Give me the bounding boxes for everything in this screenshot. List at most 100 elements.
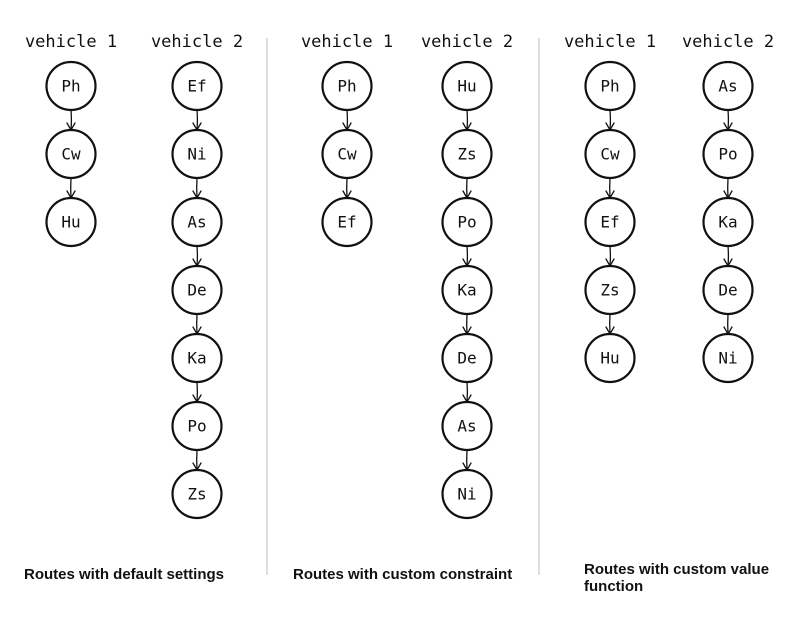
- stop-circle: [702, 264, 754, 316]
- vehicle-label: vehicle 1: [25, 32, 117, 52]
- stop-circle: [584, 60, 636, 112]
- panel-caption-custom-value-function: Routes with custom value function: [584, 561, 770, 595]
- stop-node-ni: Ni: [441, 468, 493, 520]
- stop-node-ph: Ph: [321, 60, 373, 112]
- stop-label: As: [457, 417, 476, 436]
- stop-node-de: De: [171, 264, 223, 316]
- stop-circle: [321, 60, 373, 112]
- stop-node-ka: Ka: [702, 196, 754, 248]
- stop-label: Ni: [187, 145, 206, 164]
- vehicle-label: vehicle 2: [682, 32, 774, 52]
- vehicle-label: vehicle 1: [301, 32, 393, 52]
- stop-label: Ph: [600, 77, 619, 96]
- vehicle-label: vehicle 1: [564, 32, 656, 52]
- stop-label: Po: [718, 145, 737, 164]
- stop-label: De: [718, 281, 737, 300]
- stop-label: Ni: [718, 349, 737, 368]
- stop-node-cw: Cw: [584, 128, 636, 180]
- stop-circle: [171, 128, 223, 180]
- stop-node-de: De: [702, 264, 754, 316]
- stop-node-po: Po: [702, 128, 754, 180]
- stop-circle: [584, 196, 636, 248]
- stop-circle: [171, 264, 223, 316]
- stop-label: Po: [457, 213, 476, 232]
- stop-label: De: [457, 349, 476, 368]
- stop-label: Hu: [61, 213, 80, 232]
- stop-node-ef: Ef: [584, 196, 636, 248]
- stop-circle: [702, 60, 754, 112]
- stop-label: Zs: [457, 145, 476, 164]
- stop-label: Ef: [337, 213, 356, 232]
- stop-node-ni: Ni: [171, 128, 223, 180]
- stop-circle: [45, 196, 97, 248]
- stop-circle: [702, 196, 754, 248]
- stop-node-hu: Hu: [584, 332, 636, 384]
- stop-circle: [45, 128, 97, 180]
- stop-label: Cw: [337, 145, 357, 164]
- stop-circle: [584, 264, 636, 316]
- stop-node-zs: Zs: [441, 128, 493, 180]
- stop-circle: [702, 128, 754, 180]
- stop-node-zs: Zs: [171, 468, 223, 520]
- stop-label: Ph: [61, 77, 80, 96]
- stop-label: Hu: [457, 77, 476, 96]
- stop-node-as: As: [702, 60, 754, 112]
- stop-node-hu: Hu: [45, 196, 97, 248]
- stop-circle: [441, 400, 493, 452]
- stop-label: Ni: [457, 485, 476, 504]
- vehicle-label: vehicle 2: [151, 32, 243, 52]
- stop-circle: [321, 196, 373, 248]
- stop-node-as: As: [441, 400, 493, 452]
- stop-circle: [45, 60, 97, 112]
- stop-label: Cw: [61, 145, 81, 164]
- stop-circle: [441, 332, 493, 384]
- stop-node-ni: Ni: [702, 332, 754, 384]
- stop-label: As: [718, 77, 737, 96]
- stop-circle: [702, 332, 754, 384]
- stop-circle: [441, 196, 493, 248]
- stop-label: Ka: [187, 349, 206, 368]
- stop-circle: [171, 60, 223, 112]
- stop-node-cw: Cw: [45, 128, 97, 180]
- stop-label: Hu: [600, 349, 619, 368]
- stop-circle: [171, 332, 223, 384]
- stop-circle: [321, 128, 373, 180]
- stop-node-po: Po: [171, 400, 223, 452]
- stop-circle: [584, 332, 636, 384]
- stop-node-hu: Hu: [441, 60, 493, 112]
- stop-node-po: Po: [441, 196, 493, 248]
- stop-node-zs: Zs: [584, 264, 636, 316]
- vehicle-label: vehicle 2: [421, 32, 513, 52]
- stop-label: Zs: [600, 281, 619, 300]
- stop-label: Ef: [600, 213, 619, 232]
- stop-label: Zs: [187, 485, 206, 504]
- stop-label: Ka: [457, 281, 476, 300]
- stop-circle: [171, 468, 223, 520]
- stop-circle: [584, 128, 636, 180]
- stop-circle: [441, 468, 493, 520]
- stop-node-ka: Ka: [441, 264, 493, 316]
- stop-label: Cw: [600, 145, 620, 164]
- stop-node-de: De: [441, 332, 493, 384]
- stop-label: Ka: [718, 213, 737, 232]
- stop-label: Ph: [337, 77, 356, 96]
- panel-caption-custom-constraint: Routes with custom constraint: [293, 566, 513, 583]
- stop-label: Ef: [187, 77, 206, 96]
- stop-node-ef: Ef: [321, 196, 373, 248]
- stop-circle: [441, 264, 493, 316]
- stop-circle: [171, 400, 223, 452]
- stop-node-ka: Ka: [171, 332, 223, 384]
- stop-circle: [171, 196, 223, 248]
- stop-label: De: [187, 281, 206, 300]
- stop-node-ph: Ph: [45, 60, 97, 112]
